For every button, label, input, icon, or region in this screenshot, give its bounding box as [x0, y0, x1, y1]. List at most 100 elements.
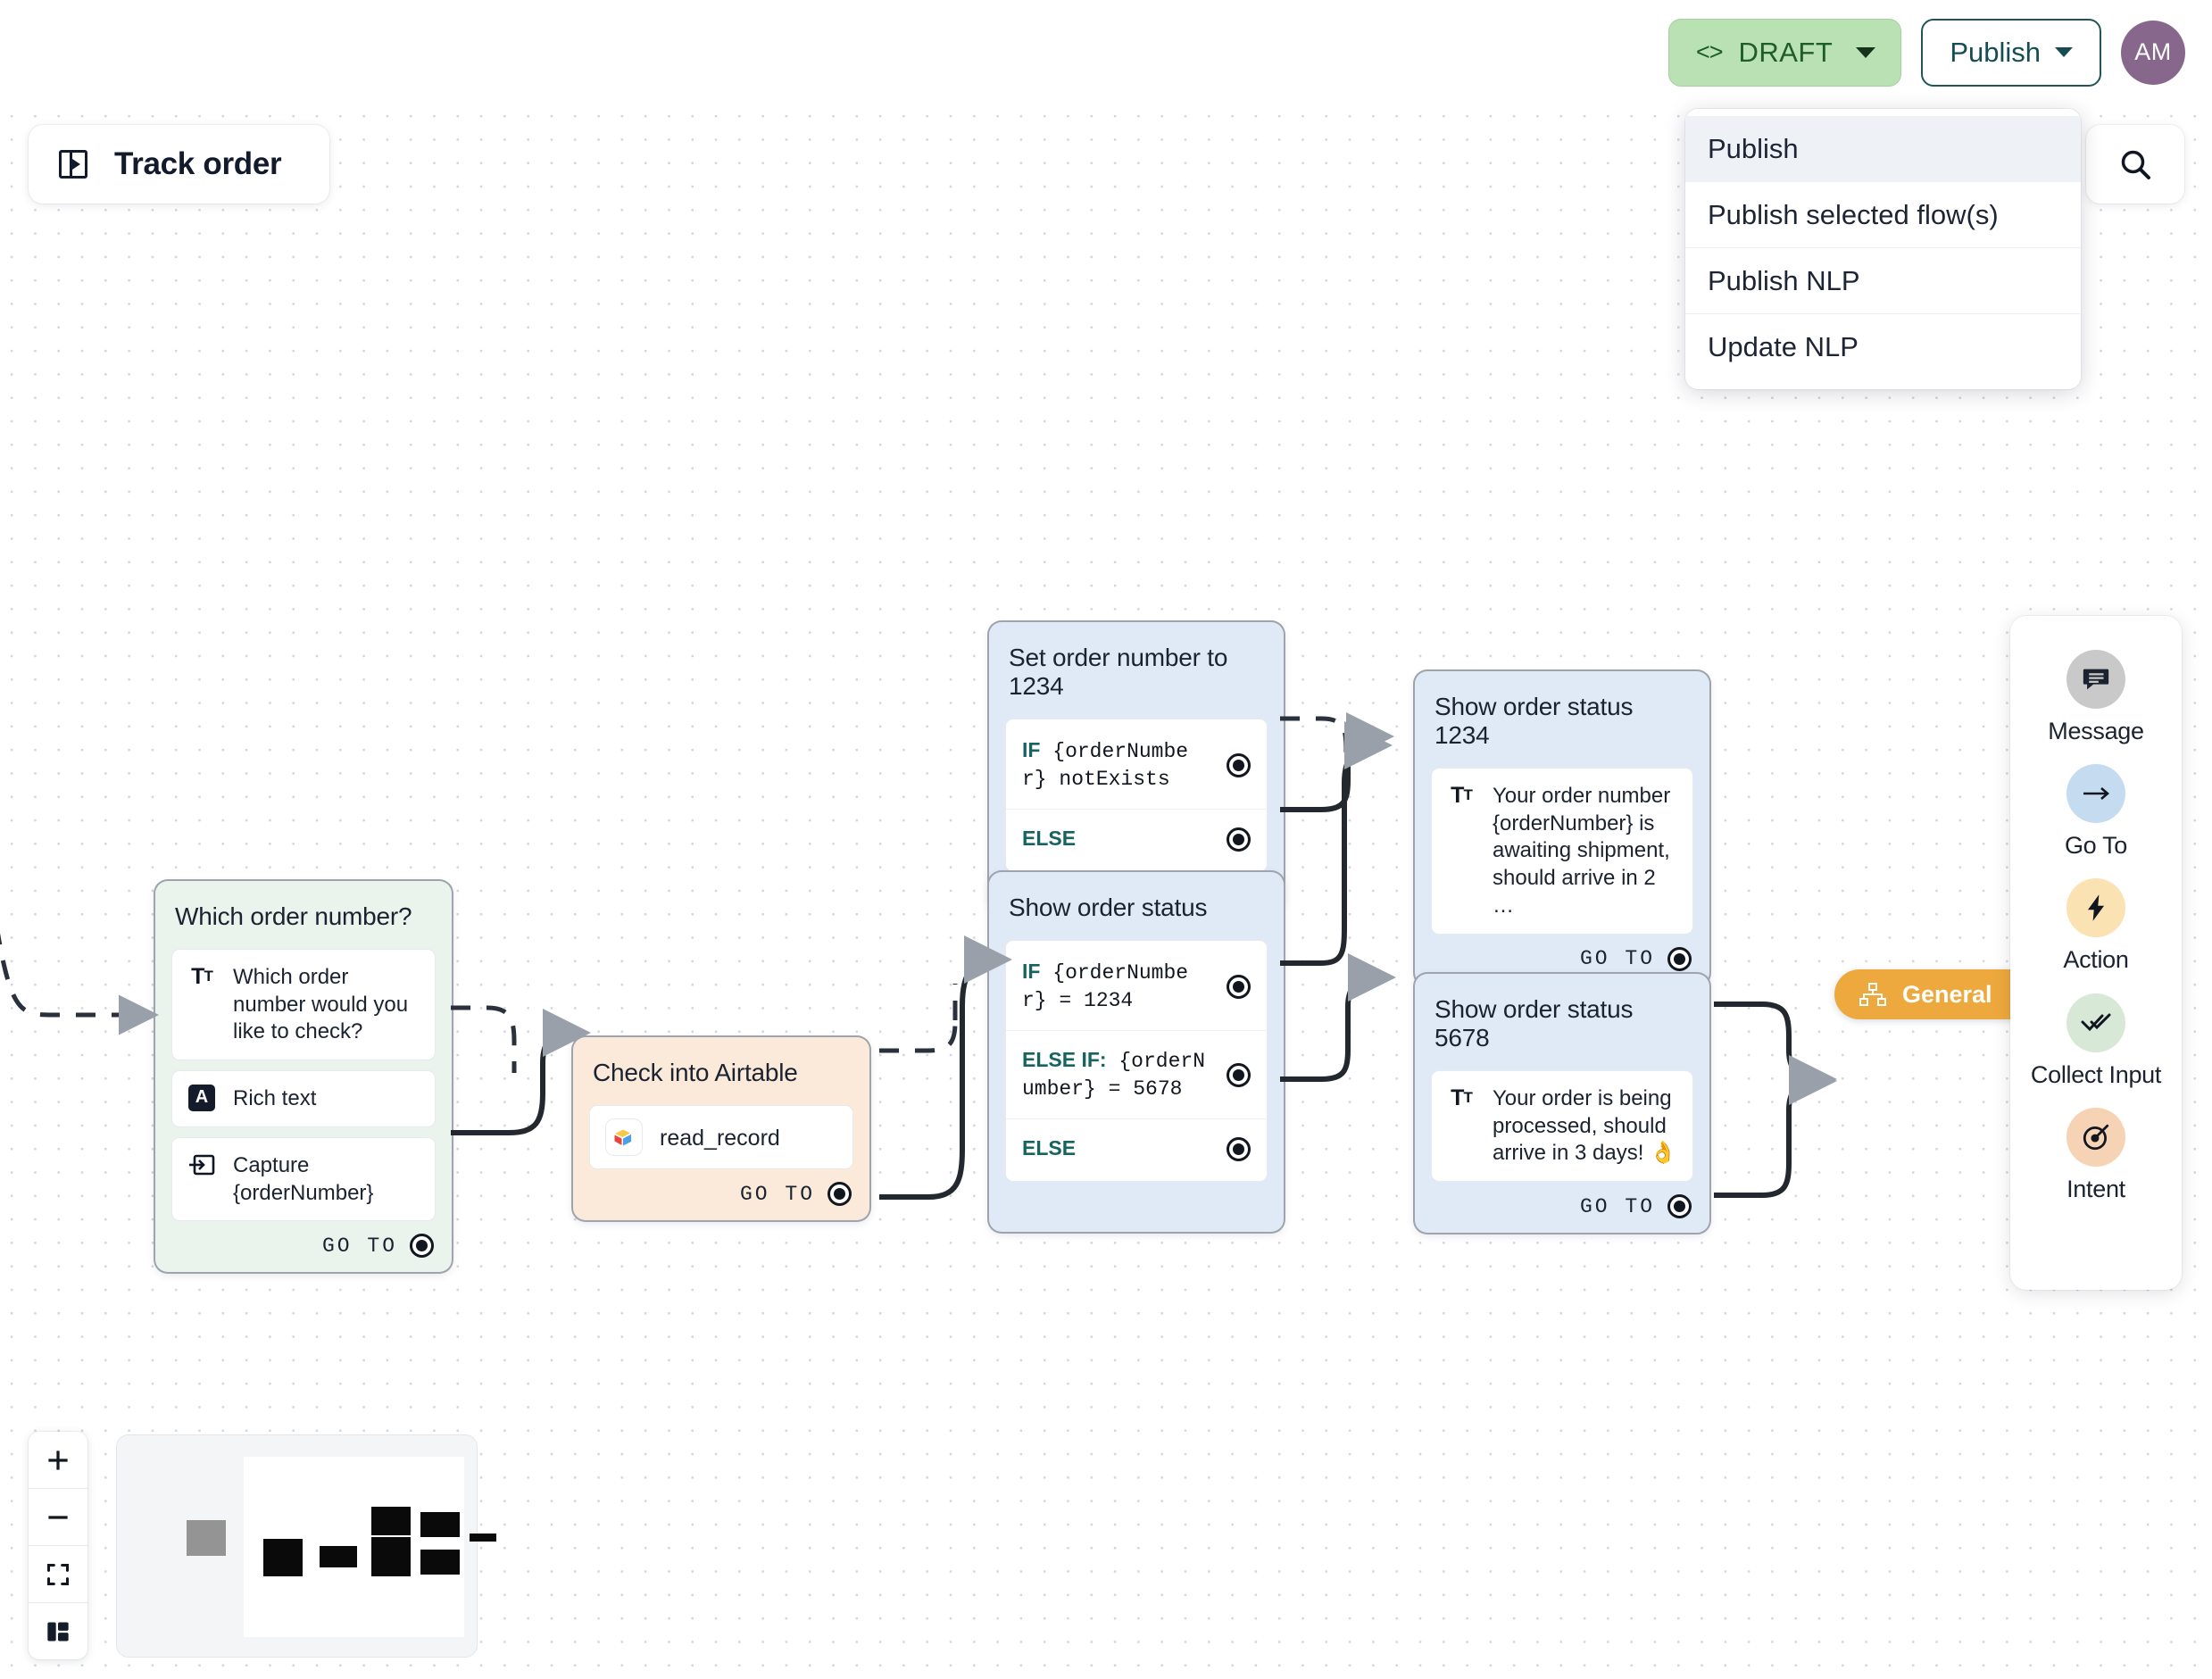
minimap-viewport[interactable] [187, 1520, 226, 1556]
tool-go-to[interactable]: Go To [2025, 764, 2167, 859]
node-show-order-status[interactable]: Show order status IF {orderNumber} = 123… [989, 872, 1284, 1233]
top-bar: <> DRAFT Publish AM [0, 0, 2212, 104]
goto-port[interactable] [410, 1234, 434, 1259]
tool-collect-input[interactable]: Collect Input [2025, 993, 2167, 1088]
node-title: Show order status 5678 [1434, 995, 1634, 1051]
tool-intent[interactable]: Intent [2025, 1107, 2167, 1202]
minimap-content [244, 1457, 496, 1637]
goto-port[interactable] [827, 1182, 852, 1206]
toggle-minimap-button[interactable] [29, 1603, 87, 1659]
node-title: Check into Airtable [593, 1059, 798, 1086]
general-label: General [1902, 980, 1992, 1008]
capture-icon [188, 1151, 215, 1178]
zoom-in-button[interactable] [29, 1432, 87, 1489]
chevron-down-icon [1856, 46, 1876, 58]
condition-expression: ELSE IF: {orderNumber} = 5678 [1022, 1048, 1205, 1101]
minimap-node [470, 1534, 496, 1542]
condition-expression: ELSE [1022, 1136, 1077, 1160]
fit-screen-icon [46, 1563, 70, 1585]
condition-row[interactable]: ELSE [1006, 810, 1267, 869]
menu-item-publish-nlp[interactable]: Publish NLP [1685, 248, 2081, 314]
slot-label: Rich text [233, 1086, 317, 1111]
condition-row[interactable]: IF {orderNumber} = 1234 [1006, 943, 1267, 1032]
goto-label: GO TO [321, 1234, 397, 1258]
sitemap-icon [1859, 983, 1886, 1006]
tool-label: Go To [2064, 832, 2128, 860]
goto-label: GO TO [739, 1182, 815, 1206]
goto-label: GO TO [1579, 1194, 1655, 1218]
plus-icon [48, 1450, 68, 1470]
node-set-order-number[interactable]: Set order number to 1234 IF {orderNumber… [989, 622, 1284, 910]
minimap-node [371, 1507, 411, 1535]
menu-item-publish[interactable]: Publish [1685, 116, 2081, 182]
condition-port[interactable] [1227, 827, 1251, 852]
condition-port[interactable] [1227, 974, 1251, 999]
condition-port[interactable] [1227, 1137, 1251, 1162]
minimap-node [263, 1539, 303, 1576]
block-toolbar: Message Go To Action [2010, 616, 2182, 1290]
slot-label: read_record [660, 1125, 780, 1151]
minimap-node [320, 1546, 357, 1567]
condition-port[interactable] [1227, 752, 1251, 777]
chevron-down-icon [2055, 47, 2073, 57]
search-button[interactable] [2086, 125, 2184, 204]
slot-rich-text[interactable]: A Rich text [171, 1070, 436, 1127]
node-check-into-airtable[interactable]: Check into Airtable read_record GO TO [573, 1037, 869, 1220]
tool-label: Action [2063, 946, 2129, 974]
minimap-node [371, 1537, 411, 1576]
node-title: Set order number to 1234 [1009, 644, 1228, 700]
minimap[interactable] [116, 1434, 496, 1658]
node-title: Which order number? [175, 902, 412, 930]
collapse-panel-icon [59, 150, 87, 179]
fit-view-button[interactable] [29, 1546, 87, 1603]
condition-expression: IF {orderNumber} = 1234 [1022, 960, 1189, 1013]
tool-label: Message [2048, 718, 2144, 744]
minimap-node [420, 1550, 460, 1575]
rich-text-icon: A [188, 1085, 215, 1112]
publish-dropdown-menu: Publish Publish selected flow(s) Publish… [1685, 109, 2081, 389]
draft-status-button[interactable]: <> DRAFT [1667, 18, 1902, 87]
message-icon [2066, 650, 2125, 709]
tool-action[interactable]: Action [2025, 878, 2167, 973]
draft-label: DRAFT [1738, 36, 1834, 68]
page-title: Track order [114, 146, 282, 181]
condition-expression: ELSE [1022, 827, 1077, 851]
goto-port[interactable] [1667, 946, 1692, 971]
goto-label: GO TO [1579, 947, 1655, 971]
tool-label: Intent [2066, 1175, 2125, 1202]
menu-item-publish-selected-flows[interactable]: Publish selected flow(s) [1685, 182, 2081, 248]
minimap-icon [47, 1622, 69, 1641]
slot-airtable-action[interactable]: read_record [589, 1105, 853, 1169]
slot-capture-variable[interactable]: Capture {orderNumber} [171, 1136, 436, 1222]
condition-row[interactable]: ELSE IF: {orderNumber} = 5678 [1006, 1031, 1267, 1120]
tool-message[interactable]: Message [2025, 650, 2167, 744]
menu-item-update-nlp[interactable]: Update NLP [1708, 331, 1859, 362]
avatar[interactable]: AM [2121, 20, 2185, 85]
node-title: Show order status [1009, 894, 1208, 921]
condition-expression: IF {orderNumber} notExists [1022, 738, 1189, 792]
condition-port[interactable] [1227, 1062, 1251, 1087]
condition-list: IF {orderNumber} notExists ELSE [1005, 719, 1268, 873]
airtable-icon [606, 1119, 642, 1155]
condition-row[interactable]: IF {orderNumber} notExists [1006, 721, 1267, 810]
goto-port[interactable] [1667, 1194, 1692, 1219]
condition-row[interactable]: ELSE [1006, 1119, 1267, 1179]
condition-list: IF {orderNumber} = 1234 ELSE IF: {orderN… [1005, 940, 1268, 1183]
minimap-node [420, 1512, 460, 1537]
publish-button[interactable]: Publish [1921, 18, 2101, 87]
flow-title-chip[interactable]: Track order [29, 125, 329, 204]
tool-label: Collect Input [2030, 1060, 2162, 1088]
lightning-icon [2066, 878, 2125, 938]
zoom-controls [29, 1432, 87, 1659]
arrow-right-icon [2066, 764, 2125, 824]
zoom-out-button[interactable] [29, 1489, 87, 1546]
